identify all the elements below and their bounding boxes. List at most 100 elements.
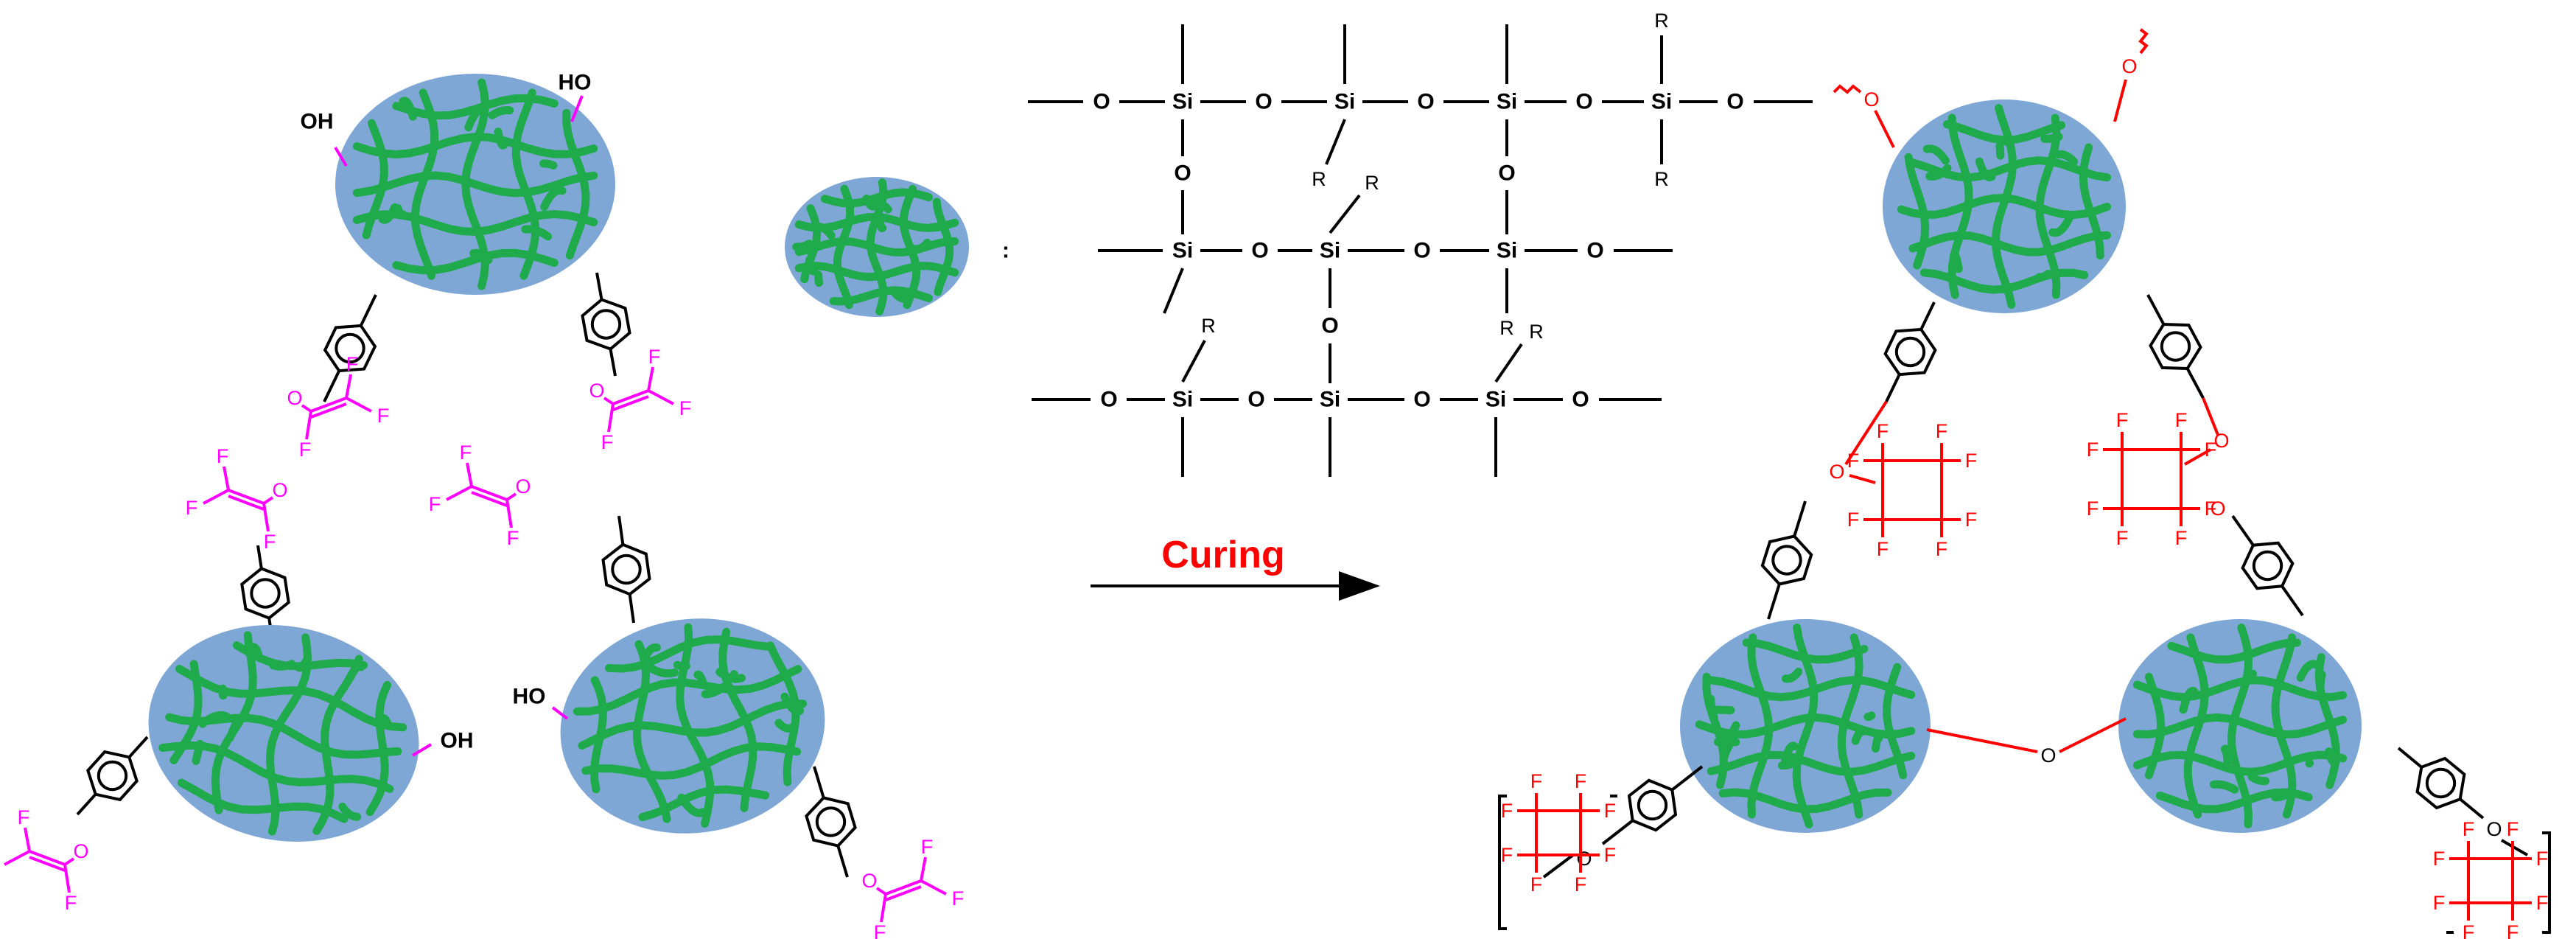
hydroxyl-bond <box>570 95 584 122</box>
network-branch <box>647 664 679 678</box>
vinyl-double-bond <box>471 485 508 501</box>
network-branch <box>1719 737 1740 764</box>
silica-nanoparticle <box>335 74 615 295</box>
fluorine-label: F <box>1604 844 1617 866</box>
network-branch <box>494 128 508 150</box>
oxygen-atom-label: O <box>1726 90 1743 114</box>
bond-line <box>1325 119 1346 165</box>
silica-nanoparticle <box>560 618 825 834</box>
bracket-left <box>1498 795 1507 930</box>
benzene-hexagon <box>601 542 651 596</box>
fluorine-label: F <box>299 439 312 461</box>
bond-line <box>875 887 887 896</box>
bond-line <box>203 489 229 505</box>
network-branch <box>811 223 836 240</box>
benzene-hexagon <box>581 298 631 351</box>
fluorine-label: F <box>2536 892 2549 914</box>
silicon-atom-label: Si <box>1172 90 1193 114</box>
network-strand <box>604 635 774 673</box>
fluorine-label: F <box>952 887 965 910</box>
network-strand <box>1707 750 1916 776</box>
legend-colon: : <box>1002 239 1009 263</box>
oxygen-atom-label: O <box>1321 314 1338 338</box>
fluorine-label: F <box>2205 439 2217 461</box>
network-strand <box>632 640 671 823</box>
fluorine-label: F <box>2433 848 2446 870</box>
vinyl-double-bond <box>310 402 347 419</box>
r-group-label: R <box>1654 10 1669 32</box>
vinyl-double-bond <box>612 389 649 405</box>
ring-bond <box>127 736 149 758</box>
network-branch <box>378 203 399 224</box>
network-strand <box>833 184 855 310</box>
network-strand <box>562 108 590 260</box>
bond-line <box>2501 839 2528 856</box>
network-strand <box>932 198 954 296</box>
network-branch <box>1782 667 1803 683</box>
bond-line <box>262 496 274 505</box>
hydroxyl-bond <box>334 146 348 167</box>
oxygen-atom-label: O <box>1413 388 1430 412</box>
network-branch <box>2325 747 2340 767</box>
oxygen-atom-label: O <box>1100 388 1117 412</box>
network-branch <box>488 105 514 119</box>
fluorine-label: F <box>2536 848 2549 870</box>
network-branch <box>927 223 945 232</box>
network-branch <box>862 195 878 211</box>
benzene-ring <box>323 294 377 402</box>
network-branch <box>911 238 931 254</box>
network-strand <box>2271 633 2297 819</box>
siloxane-link <box>1874 110 1895 148</box>
fluorine-label: F <box>601 431 614 453</box>
oxygen-atom-label: O <box>1413 239 1430 263</box>
ring-bond <box>1793 500 1807 537</box>
vinyl-double-bond <box>885 879 922 896</box>
bond-line <box>1494 343 1523 383</box>
fluorine-label: F <box>2507 921 2519 939</box>
network-strand <box>312 654 363 835</box>
network-branch <box>399 97 417 121</box>
fluorine-label: F <box>2463 921 2475 939</box>
network-branch <box>677 793 707 817</box>
network-branch <box>377 713 393 729</box>
silicon-atom-label: Si <box>1497 90 1517 114</box>
vinyl-double-bond <box>885 885 922 901</box>
oxygen-atom-label: O <box>1417 90 1434 114</box>
r-group-label: R <box>1654 168 1669 190</box>
ring-bond <box>323 370 341 402</box>
ring-bond <box>256 545 263 569</box>
oxygen-label: O <box>1829 461 1844 483</box>
bond-line <box>648 389 674 405</box>
ring-bond <box>628 593 635 624</box>
aromatic-circle <box>590 309 622 340</box>
hydroxyl-bond <box>411 743 433 757</box>
fluorine-label: F <box>1530 770 1543 792</box>
bond-line <box>301 404 312 413</box>
network-branch <box>2296 660 2320 682</box>
network-branch <box>2247 772 2269 786</box>
network-branch <box>1713 721 1740 747</box>
network-branch <box>539 159 558 170</box>
fluorine-label: F <box>186 497 198 519</box>
silicon-atom-label: Si <box>1320 388 1340 412</box>
network-branch <box>1707 694 1718 722</box>
crosslink-network <box>1897 104 2112 309</box>
oxygen-atom-label: O <box>1572 388 1589 412</box>
aromatic-circle <box>97 760 128 792</box>
network-branch <box>294 654 312 672</box>
siloxane-link <box>2059 717 2127 753</box>
network-strand <box>2227 624 2253 828</box>
silicon-atom-label: Si <box>1334 90 1355 114</box>
fluorine-label: F <box>1575 873 1587 896</box>
vinyl-double-bond <box>228 495 265 511</box>
bond-line <box>505 492 517 501</box>
network-branch <box>2220 744 2232 767</box>
cyclobutane-square <box>1535 809 1582 856</box>
aromatic-circle <box>1771 545 1802 576</box>
network-branch <box>1995 142 2005 160</box>
